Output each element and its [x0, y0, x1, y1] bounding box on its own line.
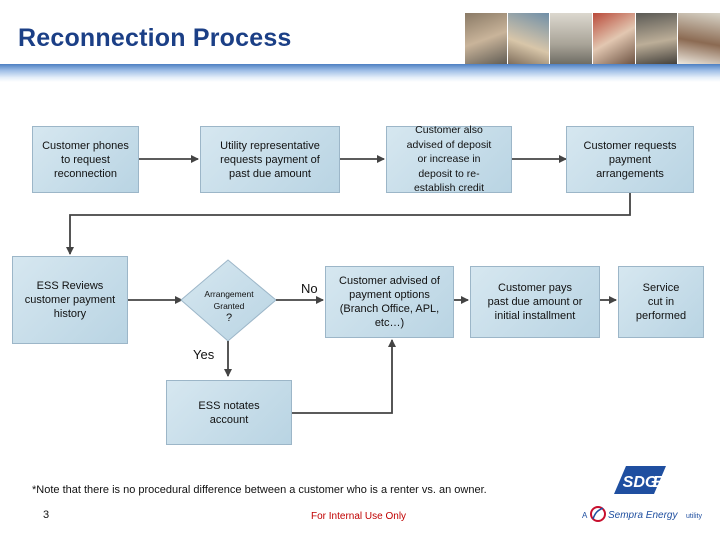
header-photo-strip: [465, 13, 720, 65]
footnote: *Note that there is no procedural differ…: [32, 484, 487, 496]
header-banner: [0, 64, 720, 82]
box-service-cut-in: Service cut in performed: [618, 266, 704, 338]
header-photo: [635, 13, 678, 65]
no-label: No: [301, 281, 318, 296]
header-photo: [678, 13, 720, 65]
box-payment-options: Customer advised of payment options (Bra…: [325, 266, 454, 338]
header-photo: [550, 13, 593, 65]
box-payment-arrangements: Customer requests payment arrangements: [566, 126, 694, 193]
decision-label: Arrangement Granted?: [204, 289, 254, 324]
sdge-logo: SDG E: [614, 466, 666, 494]
svg-text:Sempra Energy: Sempra Energy: [608, 510, 678, 521]
box-ess-notates: ESS notates account: [166, 380, 292, 445]
svg-text:E: E: [653, 474, 665, 491]
arrow-notates-to-options: [292, 339, 396, 414]
box-customer-pays: Customer pays past due amount or initial…: [470, 266, 600, 338]
page-number: 3: [43, 509, 50, 521]
sempra-energy-logo: A Sempra Energy utility: [582, 506, 702, 522]
box-utility-representative: Utility representative requests payment …: [200, 126, 340, 193]
header-photo: [507, 13, 550, 65]
box-customer-phones: Customer phones to request reconnection: [32, 126, 139, 193]
header-photo: [465, 13, 507, 65]
box-deposit-advice: Customer also advised of deposit or incr…: [386, 124, 512, 194]
arrow-arrangements-to-ess-reviews: [66, 193, 631, 255]
yes-label: Yes: [193, 347, 215, 362]
svg-text:utility: utility: [686, 513, 702, 520]
svg-text:SDG: SDG: [623, 474, 658, 491]
svg-text:A: A: [582, 511, 588, 520]
internal-use-footer: For Internal Use Only: [311, 511, 407, 522]
decision-question-mark: ?: [225, 312, 233, 324]
box-ess-reviews: ESS Reviews customer payment history: [12, 256, 128, 344]
header-photo: [593, 13, 635, 65]
page-title: Reconnection Process: [18, 24, 292, 52]
